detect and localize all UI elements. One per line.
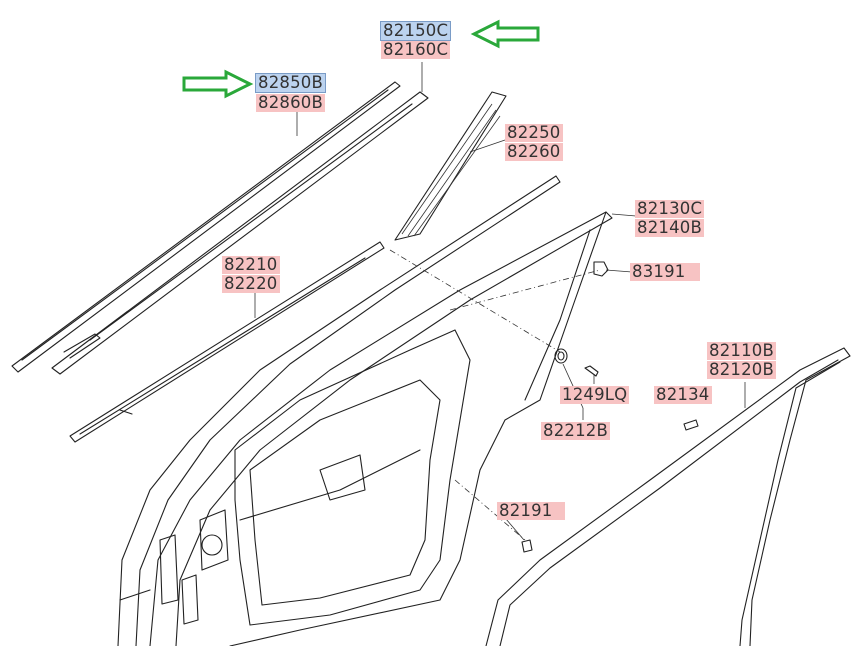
- grommet: [554, 348, 568, 364]
- part-label-82134[interactable]: 82134: [654, 385, 712, 404]
- screw-1249lq: [584, 365, 599, 377]
- part-label-82850b[interactable]: 82850B: [254, 73, 327, 93]
- part-label-82250[interactable]: 82250: [505, 123, 563, 142]
- window-molding-inner: [51, 91, 429, 375]
- right-pointing-arrow: [182, 69, 254, 99]
- delta-garnish: [394, 91, 507, 241]
- part-label-82150c[interactable]: 82150C: [379, 21, 452, 41]
- door-opening-weatherstrip: [485, 347, 851, 646]
- part-label-82212b[interactable]: 82212B: [541, 421, 611, 440]
- part-label-1249lq[interactable]: 1249LQ: [560, 385, 630, 404]
- position-lines: [389, 249, 601, 541]
- part-label-82120b[interactable]: 82120B: [707, 360, 777, 379]
- belt-weatherstrip: [69, 241, 385, 443]
- part-label-82130c[interactable]: 82130C: [635, 199, 705, 218]
- part-label-82191[interactable]: 82191: [497, 502, 565, 520]
- part-label-82220[interactable]: 82220: [222, 274, 280, 293]
- clip-83191: [593, 261, 609, 277]
- left-pointing-arrow: [470, 19, 540, 49]
- window-molding-outer: [11, 81, 401, 373]
- clip-82134: [683, 419, 699, 431]
- part-label-82110b[interactable]: 82110B: [707, 341, 777, 360]
- part-label-82210[interactable]: 82210: [222, 255, 280, 274]
- part-label-83191[interactable]: 83191: [630, 263, 700, 281]
- clip-82191: [521, 539, 533, 553]
- part-label-82160c[interactable]: 82160C: [381, 40, 451, 59]
- part-label-82260[interactable]: 82260: [505, 142, 563, 161]
- part-label-82140b[interactable]: 82140B: [635, 218, 705, 237]
- part-label-82860b[interactable]: 82860B: [256, 93, 326, 112]
- door-frame: [117, 175, 613, 646]
